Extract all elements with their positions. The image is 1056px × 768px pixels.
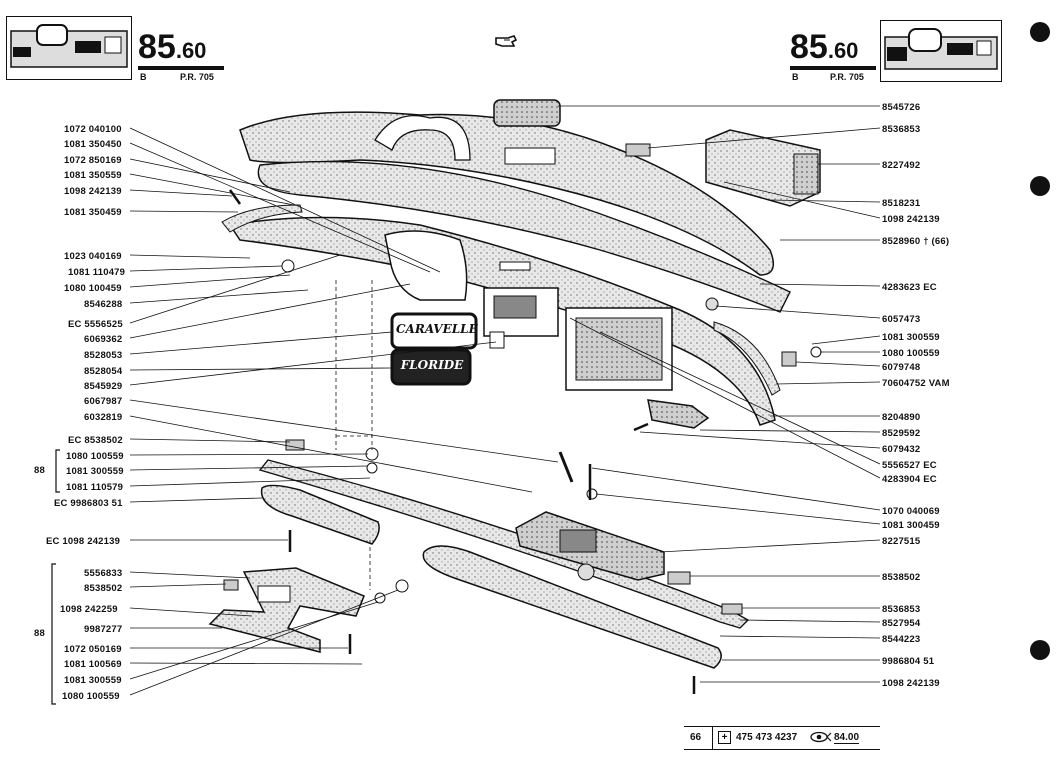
part-label-right: 1080 100559: [882, 348, 940, 359]
part-label-right: 8529592: [882, 428, 921, 439]
part-label-left: 1023 040169: [64, 251, 122, 262]
part-label-left: 8545929: [84, 381, 123, 392]
part-label-right: 9986804 51: [882, 656, 935, 667]
part-label-left: 1072 040100: [64, 124, 122, 135]
part-label-right: 8536853: [882, 124, 921, 135]
page-number-left: 85.60: [138, 28, 207, 66]
variant-label: B: [792, 72, 799, 82]
dashboard-thumbnail-right: [880, 20, 1002, 82]
part-label-left: 1081 300559: [64, 675, 122, 686]
reference-label: P.R. 705: [830, 72, 864, 82]
eye-icon: [810, 731, 832, 746]
part-label-left: 6067987: [84, 396, 123, 407]
pointing-hand-icon: [494, 34, 518, 55]
footer-divider: [712, 727, 713, 749]
part-label-right: 1098 242139: [882, 678, 940, 689]
footer-code: 475 473 4237: [736, 732, 798, 743]
footer-page-number: 66: [690, 732, 702, 743]
part-label-left: 9987277: [84, 624, 123, 635]
nameplate-caravelle: CARAVELLE: [396, 322, 478, 336]
binder-hole: [1030, 22, 1050, 42]
page-number-right: 85.60: [790, 28, 859, 66]
part-label-left: EC 8538502: [68, 435, 123, 446]
part-label-left: 8528054: [84, 366, 123, 377]
part-label-left: EC 1098 242139: [46, 536, 121, 547]
part-label-right: 1098 242139: [882, 214, 940, 225]
part-label-right: 6079432: [882, 444, 921, 455]
nameplate-floride: FLORIDE: [400, 358, 464, 372]
part-label-left: 8546288: [84, 299, 123, 310]
part-label-left: 1081 100569: [64, 659, 122, 670]
part-label-right: 8227515: [882, 536, 921, 547]
part-label-right: 8204890: [882, 412, 921, 423]
part-label-right: 8518231: [882, 198, 921, 209]
part-label-left: 5556833: [84, 568, 123, 579]
header-rule: [790, 66, 876, 70]
binder-hole: [1030, 640, 1050, 660]
part-label-left: 6032819: [84, 412, 123, 423]
part-label-left: 8538502: [84, 583, 123, 594]
part-label-right: 8538502: [882, 572, 921, 583]
part-label-left: 1098 242139: [64, 186, 122, 197]
part-label-right: 8227492: [882, 160, 921, 171]
variant-label: B: [140, 72, 147, 82]
part-label-left: EC 5556525: [68, 319, 123, 330]
part-label-right: 1081 300459: [882, 520, 940, 531]
group-marker: 88: [34, 465, 45, 476]
dashboard-thumbnail-left: [6, 16, 132, 80]
part-label-right: 1070 040069: [882, 506, 940, 517]
part-label-left: 1098 242259: [60, 604, 118, 615]
reference-label: P.R. 705: [180, 72, 214, 82]
part-label-right: 8527954: [882, 618, 921, 629]
part-label-left: 1081 110479: [68, 267, 126, 278]
part-label-left: 8528053: [84, 350, 123, 361]
boxed-cross-icon: +: [718, 731, 731, 744]
part-label-right: 6079748: [882, 362, 921, 373]
part-label-left: 1080 100459: [64, 283, 122, 294]
part-label-left: 1081 350459: [64, 207, 122, 218]
part-label-left: 1081 300559: [66, 466, 124, 477]
footer-ref: 84.00: [834, 732, 860, 744]
part-label-left: EC 9986803 51: [54, 498, 123, 509]
part-label-right: 70604752 VAM: [882, 378, 950, 389]
part-label-right: 8545726: [882, 102, 921, 113]
part-label-left: 1080 100559: [62, 691, 120, 702]
part-label-right: 8536853: [882, 604, 921, 615]
header-rule: [138, 66, 224, 70]
part-label-right: 4283904 EC: [882, 474, 937, 485]
group-marker: 88: [34, 628, 45, 639]
part-label-right: 8528960 † (66): [882, 236, 950, 247]
part-label-right: 6057473: [882, 314, 921, 325]
part-label-left: 1081 110579: [66, 482, 124, 493]
part-label-right: 4283623 EC: [882, 282, 937, 293]
part-label-left: 1080 100559: [66, 451, 124, 462]
part-label-left: 1081 350559: [64, 170, 122, 181]
binder-hole: [1030, 176, 1050, 196]
part-label-right: 5556527 EC: [882, 460, 937, 471]
part-label-right: 8544223: [882, 634, 921, 645]
part-label-left: 6069362: [84, 334, 123, 345]
part-label-right: 1081 300559: [882, 332, 940, 343]
footer-reference-box: 66 + 475 473 4237 84.00: [684, 726, 880, 750]
part-label-left: 1072 050169: [64, 644, 122, 655]
part-label-left: 1081 350450: [64, 139, 122, 150]
part-label-left: 1072 850169: [64, 155, 122, 166]
